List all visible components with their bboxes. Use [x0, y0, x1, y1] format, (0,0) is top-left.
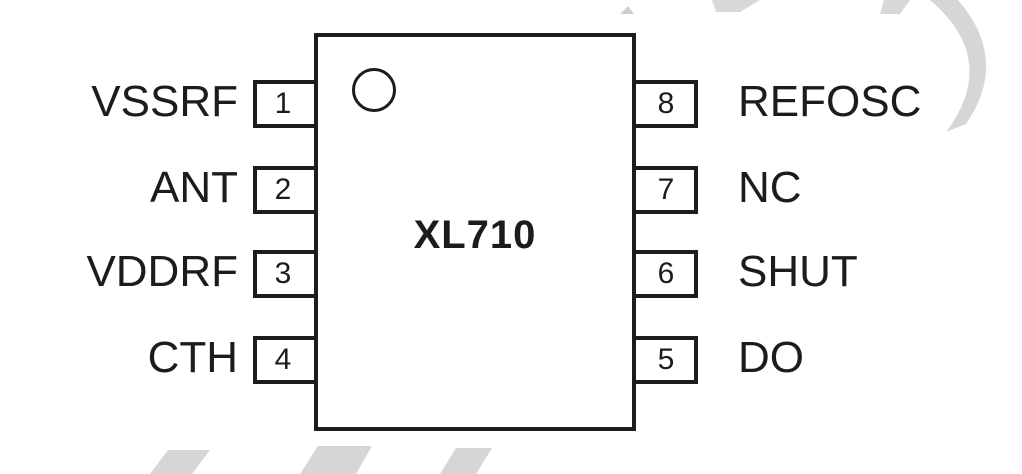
pin-2-label: ANT [150, 163, 238, 212]
chip-name: XL710 [413, 213, 537, 257]
pin-3-box: 3 [253, 250, 315, 298]
watermark-stroke-bottom-2 [300, 446, 372, 474]
pin-8-box: 8 [636, 80, 698, 128]
chip-body: XL710 [314, 33, 636, 431]
pin-8-label: REFOSC [738, 77, 922, 126]
pin-4-label: CTH [147, 333, 238, 382]
pin-2-box: 2 [253, 166, 315, 214]
pin-1-box: 1 [253, 80, 315, 128]
watermark-stroke-top-2 [880, 0, 910, 14]
watermark-stroke-top [712, 0, 760, 12]
pin-4-number: 4 [274, 343, 292, 376]
pin-1-number: 1 [274, 87, 292, 120]
pin-7-label: NC [738, 163, 802, 212]
pin-6-number: 6 [657, 257, 675, 290]
pin-5-number: 5 [657, 343, 675, 376]
pin-1-label: VSSRF [91, 77, 238, 126]
pin-4-box: 4 [253, 336, 315, 384]
pin-7-box: 7 [636, 166, 698, 214]
pin-8-number: 8 [657, 87, 675, 120]
pin-5-label: DO [738, 333, 804, 382]
pin-3-label: VDDRF [86, 247, 238, 296]
pin-1-indicator-circle [352, 68, 396, 112]
pin-7-number: 7 [657, 173, 675, 206]
pin-2-number: 2 [274, 173, 292, 206]
watermark-stroke-bottom-3 [440, 448, 492, 474]
watermark-arc [930, 0, 987, 132]
pin-6-label: SHUT [738, 247, 858, 296]
pin-6-box: 6 [636, 250, 698, 298]
pin-5-box: 5 [636, 336, 698, 384]
pin-3-number: 3 [274, 257, 292, 290]
watermark-triangle [620, 6, 634, 14]
watermark-stroke-bottom-1 [150, 450, 210, 474]
